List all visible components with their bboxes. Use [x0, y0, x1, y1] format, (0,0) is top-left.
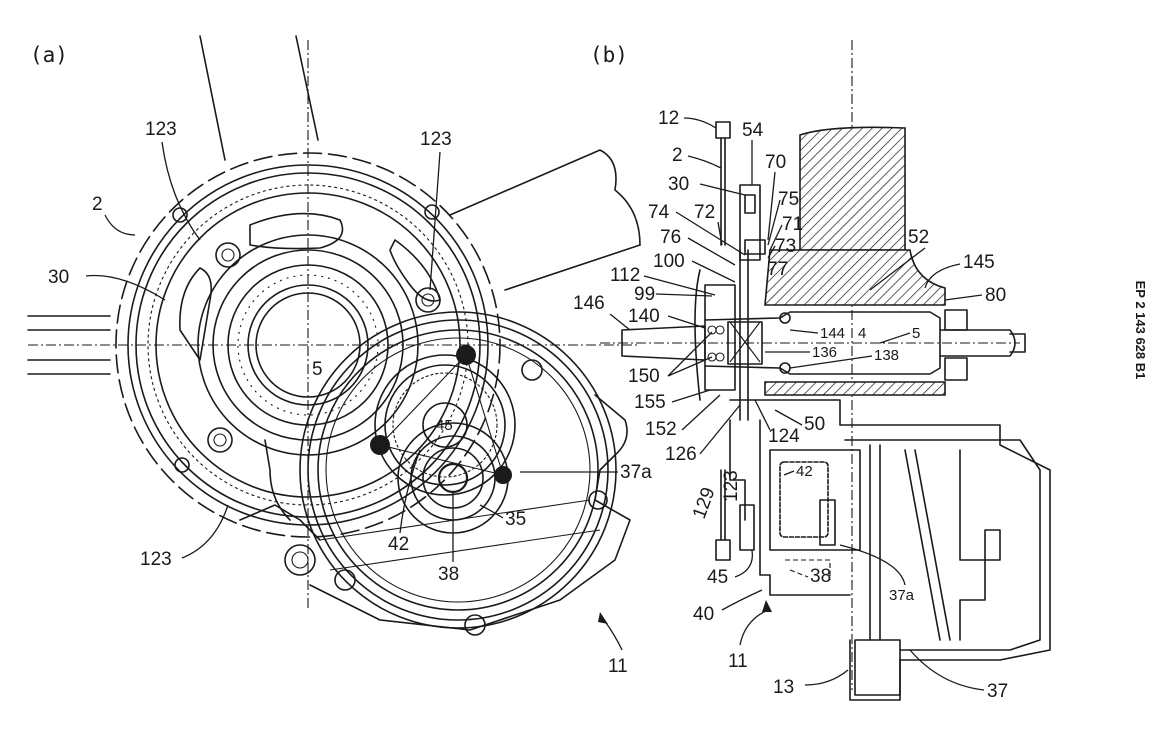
label-145: 145: [963, 252, 995, 273]
crank-axle: [621, 309, 1026, 381]
label-152: 152: [645, 419, 677, 440]
label-144: 144: [820, 325, 845, 342]
label-100: 100: [653, 251, 685, 272]
label-77: 77: [767, 259, 788, 280]
label-123-bottom: 123: [140, 549, 172, 570]
label-123-top-right: 123: [420, 129, 452, 150]
housing-52-section: [764, 249, 946, 306]
label-76: 76: [660, 227, 681, 248]
chainring-side-view: [694, 121, 766, 561]
label-123-b: 123: [721, 470, 742, 502]
label-37: 37: [987, 681, 1008, 702]
housing-lower-section: [764, 381, 946, 396]
chainring-2: [115, 152, 501, 538]
label-74: 74: [648, 202, 670, 223]
label-146: 146: [573, 293, 605, 314]
label-71: 71: [782, 214, 803, 235]
label-35: 35: [505, 509, 526, 530]
label-45-b: 45: [707, 567, 728, 588]
figure-a-caption: (a): [30, 43, 68, 67]
figure-b-labels: 12 54 2 70 30 75 74 72 71 76 73 52 100: [573, 108, 1008, 702]
label-5-b: 5: [912, 325, 920, 342]
label-112: 112: [610, 265, 640, 286]
figure-b: (b): [573, 40, 1051, 702]
label-80: 80: [985, 285, 1006, 306]
label-124: 124: [768, 426, 800, 447]
label-73: 73: [775, 236, 796, 257]
label-4: 4: [858, 325, 866, 342]
label-70: 70: [765, 152, 786, 173]
label-155: 155: [634, 392, 666, 413]
label-50: 50: [804, 414, 825, 435]
label-129: 129: [689, 485, 720, 522]
label-12: 12: [658, 108, 679, 129]
figure-a-labels: 123 123 2 30 5 45 37a 35 42 38 123 11: [48, 119, 652, 677]
seat-tube-section: [799, 126, 906, 251]
label-140: 140: [628, 306, 660, 327]
label-126: 126: [665, 444, 697, 465]
label-138: 138: [874, 347, 899, 364]
label-38-a: 38: [438, 564, 459, 585]
label-2: 2: [92, 194, 103, 215]
label-11-b: 11: [728, 651, 748, 672]
label-13: 13: [773, 677, 794, 698]
label-99: 99: [634, 284, 655, 305]
label-30: 30: [48, 267, 69, 288]
label-2-b: 2: [672, 145, 683, 166]
label-42-b: 42: [796, 463, 813, 480]
label-38-b: 38: [810, 566, 831, 587]
label-11-a: 11: [608, 656, 628, 677]
label-54: 54: [742, 120, 764, 141]
label-37a-a: 37a: [620, 462, 652, 483]
label-37a-b: 37a: [889, 587, 915, 604]
label-52: 52: [908, 227, 929, 248]
figure-b-caption: (b): [590, 43, 628, 67]
label-30-b: 30: [668, 174, 689, 195]
label-150: 150: [628, 366, 660, 387]
figure-a: (a): [27, 35, 652, 677]
frame-tubes: [27, 35, 641, 375]
label-40: 40: [693, 604, 714, 625]
label-123-top-left: 123: [145, 119, 177, 140]
label-136: 136: [812, 344, 837, 361]
motor-unit-side: [729, 399, 1051, 701]
label-42-a: 42: [388, 534, 409, 555]
label-72: 72: [694, 202, 715, 223]
label-45-a: 45: [436, 417, 453, 434]
label-5-a: 5: [312, 359, 323, 380]
publication-number: EP 2 143 628 B1: [1133, 281, 1148, 380]
label-75: 75: [778, 189, 799, 210]
